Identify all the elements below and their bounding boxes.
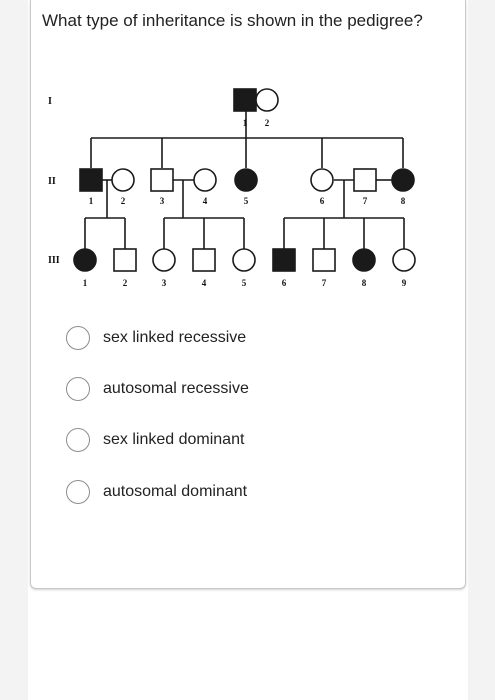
individual-number: 7: [322, 278, 327, 288]
radio-button[interactable]: [66, 428, 90, 452]
unaffected-female-symbol: [310, 168, 334, 192]
affected-male-symbol: [79, 168, 103, 192]
option-sex-linked-dominant[interactable]: sex linked dominant: [66, 422, 366, 458]
unaffected-male-symbol: [113, 248, 137, 272]
individual-number: 9: [402, 278, 407, 288]
radio-button[interactable]: [66, 326, 90, 350]
individual-number: 6: [320, 196, 325, 206]
option-autosomal-recessive[interactable]: autosomal recessive: [66, 371, 366, 407]
individual-number: 2: [123, 278, 128, 288]
individual-number: 2: [265, 118, 270, 128]
unaffected-female-symbol: [111, 168, 135, 192]
individual-number: 8: [401, 196, 406, 206]
unaffected-female-symbol: [232, 248, 256, 272]
option-label: sex linked recessive: [103, 329, 247, 346]
individual-number: 3: [162, 278, 167, 288]
unaffected-male-symbol: [150, 168, 174, 192]
option-label: autosomal dominant: [103, 483, 248, 500]
individual-number: 3: [160, 196, 165, 206]
radio-button[interactable]: [66, 377, 90, 401]
unaffected-female-symbol: [193, 168, 217, 192]
unaffected-female-symbol: [255, 88, 279, 112]
unaffected-male-symbol: [312, 248, 336, 272]
generation-label-i: I: [48, 96, 52, 107]
affected-female-symbol: [234, 168, 258, 192]
question-text: What type of inheritance is shown in the…: [42, 11, 423, 30]
generation-label-ii: II: [48, 176, 56, 187]
affected-male-symbol: [272, 248, 296, 272]
individual-number: 1: [243, 118, 248, 128]
option-label: autosomal recessive: [103, 380, 249, 397]
unaffected-female-symbol: [392, 248, 416, 272]
individual-number: 5: [244, 196, 249, 206]
unaffected-female-symbol: [152, 248, 176, 272]
option-label: sex linked dominant: [103, 431, 245, 448]
pedigree-lines: [84, 99, 405, 250]
individual-number: 1: [89, 196, 94, 206]
individual-number: 7: [363, 196, 368, 206]
option-sex-linked-recessive[interactable]: sex linked recessive: [66, 320, 366, 356]
unaffected-male-symbol: [353, 168, 377, 192]
generation-label-iii: III: [48, 255, 60, 266]
individual-number: 8: [362, 278, 367, 288]
affected-female-symbol: [391, 168, 415, 192]
individual-number: 4: [202, 278, 207, 288]
radio-button[interactable]: [66, 480, 90, 504]
unaffected-male-symbol: [192, 248, 216, 272]
individual-number: 1: [83, 278, 88, 288]
affected-female-symbol: [352, 248, 376, 272]
affected-female-symbol: [73, 248, 97, 272]
pedigree-diagram: I II III 1 2 1 2 3 4 5 6 7 8 1 2 3 4 5 6 7: [48, 88, 416, 288]
individual-number: 6: [282, 278, 287, 288]
individual-number: 4: [203, 196, 208, 206]
affected-male-symbol: [233, 88, 257, 112]
option-autosomal-dominant[interactable]: autosomal dominant: [66, 474, 366, 510]
individual-number: 2: [121, 196, 126, 206]
individual-number: 5: [242, 278, 247, 288]
